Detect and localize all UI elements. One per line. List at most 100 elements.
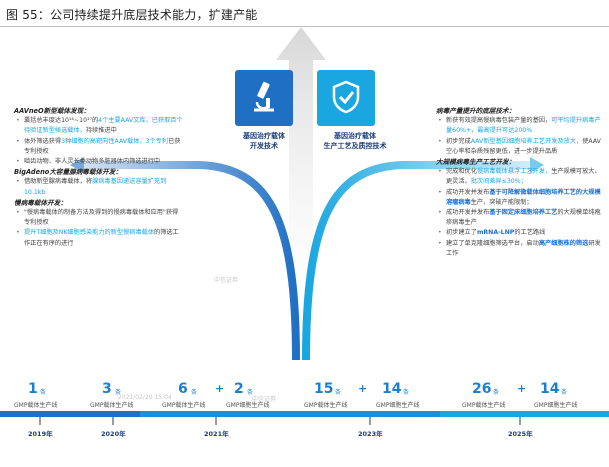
- milestone-2021-cell-unit: 条: [247, 389, 254, 396]
- milestone-2020-category: GMP载体生产线: [90, 402, 134, 409]
- bullet-text: 最高提升可达200%: [477, 127, 533, 135]
- bullet-item: 新获有效提高慢病毒包装产量的基因，可平均提升病毒产量60%+，最高提升可达200…: [436, 116, 604, 136]
- milestone-2021-vector-unit: 条: [191, 389, 198, 396]
- milestone-2023-vector-unit: 条: [335, 389, 342, 396]
- bullet-text: 研发工作: [446, 239, 601, 257]
- bullet-item: 囊括总丰度达10¹⁶~10¹⁷的4个主要AAV文库，已获取百个待验证新型候选载体…: [14, 116, 184, 136]
- microscope-tile: [235, 70, 293, 126]
- milestone-2019-unit: 条: [40, 389, 47, 396]
- milestone-2019-vector-count: 1: [28, 381, 38, 397]
- right-caption-line-2: 生产工艺及质控技术: [323, 142, 387, 150]
- milestone-2023-cell-unit: 条: [403, 389, 410, 396]
- bullet-text: 初步完成: [446, 137, 471, 145]
- bullet-text: 4个主要AAV文库，已获取百个待验证新型候选载体，: [24, 117, 183, 135]
- bullet-item: 初步完成AAV新型基因细胞培养工艺开发及放大，使AAV空心率和杂质残留更低，进一…: [436, 137, 604, 157]
- watermark: 中信证券: [214, 277, 239, 284]
- scale-heading: 大规模病毒生产工艺开发：: [436, 158, 516, 167]
- bullet-item: 啮齿动物、非人灵长类动物多脏器体内筛选进行中: [14, 157, 184, 167]
- right-caption-line-1: 基因治疗载体: [334, 132, 376, 140]
- figure-title: 图 55：公司持续提升底层技术能力，扩建产能: [6, 8, 258, 22]
- bullet-text: 的筛选工作正在有序的进行: [24, 229, 179, 247]
- bullet-item: 成功开发并发布基于固定床细胞培养工艺的大规模单纯疱疹病毒生产: [436, 208, 604, 228]
- bullet-item: 建立了单克隆细胞筛选平台，启动高产细胞株的筛选研发工作: [436, 239, 604, 259]
- microscope-icon: [254, 81, 274, 112]
- bigadeno-list: 借助新型腺病毒载体，将腺病毒基因递送容量扩充到10.1kb: [14, 177, 184, 197]
- bullet-text: 建立了单克隆细胞筛选平台，启动: [446, 239, 539, 247]
- bullet-item: 体外筛选获得3种细胞的高靶向性AAV载体，3个专利已获专利授权: [14, 137, 184, 157]
- bullet-text: 提升T细胞及NK细胞感染能力的新型慢病毒载体: [24, 229, 155, 237]
- milestone-2021-vector-category: GMP载体生产线: [162, 402, 206, 409]
- milestone-2019-category: GMP载体生产线: [14, 402, 58, 409]
- bullet-text: AAV新型基因细胞培养工艺开发及放大，: [470, 137, 583, 145]
- right-curve-arrow: [302, 161, 530, 361]
- bullet-text: 啮齿动物、非人灵长类动物多脏器体内筛选进行中: [24, 158, 161, 166]
- bullet-text: 新获有效提高慢病毒包装产量的基因，: [446, 117, 552, 125]
- milestone-2025-vector-unit: 条: [493, 389, 500, 396]
- timeline-bar-left: [0, 411, 140, 417]
- lenti-heading: 慢病毒载体开发：: [14, 198, 67, 207]
- bullet-text: 3种细胞的高靶向性AAV载体，3个专利: [61, 137, 169, 145]
- aav-list: 囊括总丰度达10¹⁶~10¹⁷的4个主要AAV文库，已获取百个待验证新型候选载体…: [14, 116, 184, 167]
- bigadeno-heading: BigAdeno大容量腺病毒载体开发：: [14, 168, 122, 177]
- timeline-bar-mid: [140, 411, 440, 417]
- bullet-text: 可平均提升病毒产量60%+，: [446, 117, 601, 135]
- watermark: 中信证券: [252, 396, 277, 403]
- timeline-bar-right: [440, 411, 609, 417]
- left-curve-arrow: [84, 161, 300, 361]
- watermark: 2021/02/20 15:04: [118, 394, 172, 401]
- bullet-text: 囊括总丰度达10¹⁶~10¹⁷的: [24, 117, 99, 125]
- milestone-2020-vector-count: 3: [102, 381, 112, 397]
- milestone-2023-vector-count: 15: [314, 381, 334, 397]
- bullet-text: 腺病毒基因递送容量扩充到10.1kb: [24, 178, 167, 196]
- year-2020: 2020年: [101, 430, 126, 438]
- bullet-text: 慢病毒载体悬浮工艺开发，: [476, 168, 552, 176]
- milestone-2025-cell-category: GMP细胞生产线: [534, 402, 578, 409]
- yield-list: 新获有效提高慢病毒包装产量的基因，可平均提升病毒产量60%+，最高提升可达200…: [436, 116, 604, 157]
- bullet-text: 成功开发并发布: [446, 209, 490, 217]
- milestone-2025-cell-count: 14: [540, 381, 560, 397]
- bullet-text: 成功开发并发布: [446, 188, 490, 196]
- scale-list: 完成和优化慢病毒载体悬浮工艺开发，生产规模可放大、更灵活，批次间差异≤30%；成…: [436, 167, 604, 259]
- left-box-caption: 基因治疗载体 开发技术: [225, 131, 303, 151]
- year-2021: 2021年: [204, 430, 229, 438]
- bullet-item: "慢病毒载体的制备方法及得到的慢病毒载体和应用"获得专利授权: [14, 208, 184, 228]
- bullet-text: 生产规模可放大、更灵活，: [446, 168, 601, 186]
- bullet-text: 体外筛选获得: [24, 137, 62, 145]
- year-2025: 2025年: [508, 430, 533, 438]
- bullet-text: 初步建立了: [446, 229, 477, 237]
- bullet-text: 完成和优化: [446, 168, 477, 176]
- bullet-text: 高产细胞株的筛选: [538, 239, 589, 247]
- bullet-text: 使AAV空心率和杂质残留更低，进一步提升品质: [446, 137, 601, 155]
- title-divider: [0, 26, 609, 27]
- bullet-text: mRNA-LNP: [476, 229, 515, 237]
- plus-2021: +: [215, 382, 225, 395]
- bullet-item: 成功开发并发布基于可降解微载体细胞培养工艺的大规模溶瘤病毒生产，突破产能限制；: [436, 188, 604, 208]
- bullet-text: 基于固定床细胞培养工艺: [489, 209, 558, 217]
- left-text-panel: AAVneO新型载体发现： 囊括总丰度达10¹⁶~10¹⁷的4个主要AAV文库，…: [14, 106, 184, 249]
- plus-2025: +: [517, 382, 527, 395]
- yield-heading: 病毒产量提升的底层技术：: [436, 107, 516, 115]
- shield-tile: [317, 70, 375, 126]
- bullet-text: 基于可降解微载体细胞培养工艺的大规模溶瘤病毒: [446, 188, 601, 206]
- milestone-2025-vector-category: GMP载体生产线: [462, 402, 506, 409]
- bullet-text: 生产，突破产能限制；: [470, 198, 533, 206]
- milestone-2021-vector-count: 6: [178, 381, 188, 397]
- bullet-item: 借助新型腺病毒载体，将腺病毒基因递送容量扩充到10.1kb: [14, 177, 184, 197]
- milestone-2025-vector-count: 26: [472, 381, 492, 397]
- aav-heading: AAVneO新型载体发现：: [14, 107, 90, 115]
- milestone-2023-cell-category: GMP细胞生产线: [376, 402, 420, 409]
- right-text-panel: 病毒产量提升的底层技术： 新获有效提高慢病毒包装产量的基因，可平均提升病毒产量6…: [436, 106, 604, 259]
- milestone-2020-unit: 条: [115, 389, 122, 396]
- bullet-item: 完成和优化慢病毒载体悬浮工艺开发，生产规模可放大、更灵活，批次间差异≤30%；: [436, 167, 604, 187]
- shield-check-icon: [332, 80, 360, 114]
- bullet-item: 提升T细胞及NK细胞感染能力的新型慢病毒载体的筛选工作正在有序的进行: [14, 228, 184, 248]
- milestone-2025-cell-unit: 条: [561, 389, 568, 396]
- bullet-text: 的大规模单纯疱疹病毒生产: [446, 209, 601, 227]
- milestone-2023-vector-category: GMP载体生产线: [304, 402, 348, 409]
- bullet-text: 借助新型腺病毒载体，将: [24, 178, 93, 186]
- milestone-2023-cell-count: 14: [382, 381, 402, 397]
- lenti-list: "慢病毒载体的制备方法及得到的慢病毒载体和应用"获得专利授权提升T细胞及NK细胞…: [14, 208, 184, 249]
- bullet-text: 批次间差异≤30%；: [470, 178, 527, 186]
- up-arrow: [276, 27, 326, 350]
